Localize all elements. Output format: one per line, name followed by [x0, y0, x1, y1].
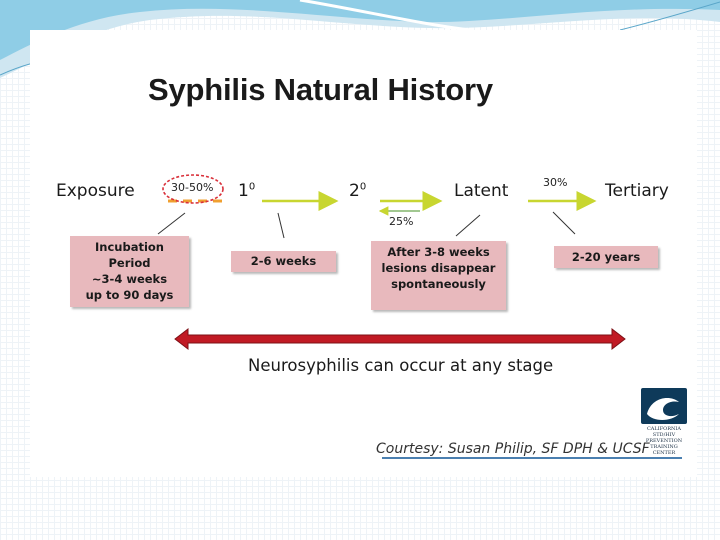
- stage-secondary-sup: 0: [359, 181, 367, 193]
- connector-tertiary: [552, 211, 576, 235]
- stage-exposure-label: Exposure: [56, 181, 135, 201]
- slide-title: Syphilis Natural History: [148, 72, 493, 107]
- connector-primary: [277, 212, 285, 239]
- stage-primary-text: 1: [238, 181, 249, 201]
- neurosyphilis-caption: Neurosyphilis can occur at any stage: [248, 356, 554, 375]
- pct-latent-tertiary: 30%: [543, 176, 568, 189]
- courtesy-underline: [382, 457, 682, 459]
- highlight-circle: [162, 174, 224, 204]
- courtesy-credit: Courtesy: Susan Philip, SF DPH & UCSF: [376, 441, 650, 457]
- stage-secondary-text: 2: [349, 181, 360, 201]
- stage-tertiary-label: Tertiary: [605, 181, 669, 201]
- stage-primary-label: 10: [238, 181, 255, 201]
- pct-latent-secondary: 25%: [389, 215, 414, 228]
- pct-exposure-primary: 30-50%: [171, 181, 214, 194]
- stage-secondary-label: 20: [349, 181, 366, 201]
- secondary-resolution-box: After 3-8 weeks lesions disappear sponta…: [371, 241, 506, 310]
- stage-primary-sup: 0: [248, 181, 256, 193]
- california-ptc-logo: CALIFORNIA STD/HIV PREVENTION TRAINING C…: [641, 388, 687, 456]
- connector-incubation: [157, 212, 186, 235]
- logo-wave-icon: [641, 388, 687, 424]
- neurosyphilis-double-arrow: [174, 327, 626, 351]
- incubation-box: Incubation Period ~3-4 weeks up to 90 da…: [70, 236, 189, 307]
- primary-duration-box: 2-6 weeks: [231, 251, 336, 272]
- tertiary-onset-box: 2-20 years: [554, 246, 658, 268]
- stage-latent-label: Latent: [454, 181, 509, 201]
- connector-latent: [455, 214, 481, 237]
- logo-text: CALIFORNIA STD/HIV PREVENTION TRAINING C…: [645, 426, 683, 456]
